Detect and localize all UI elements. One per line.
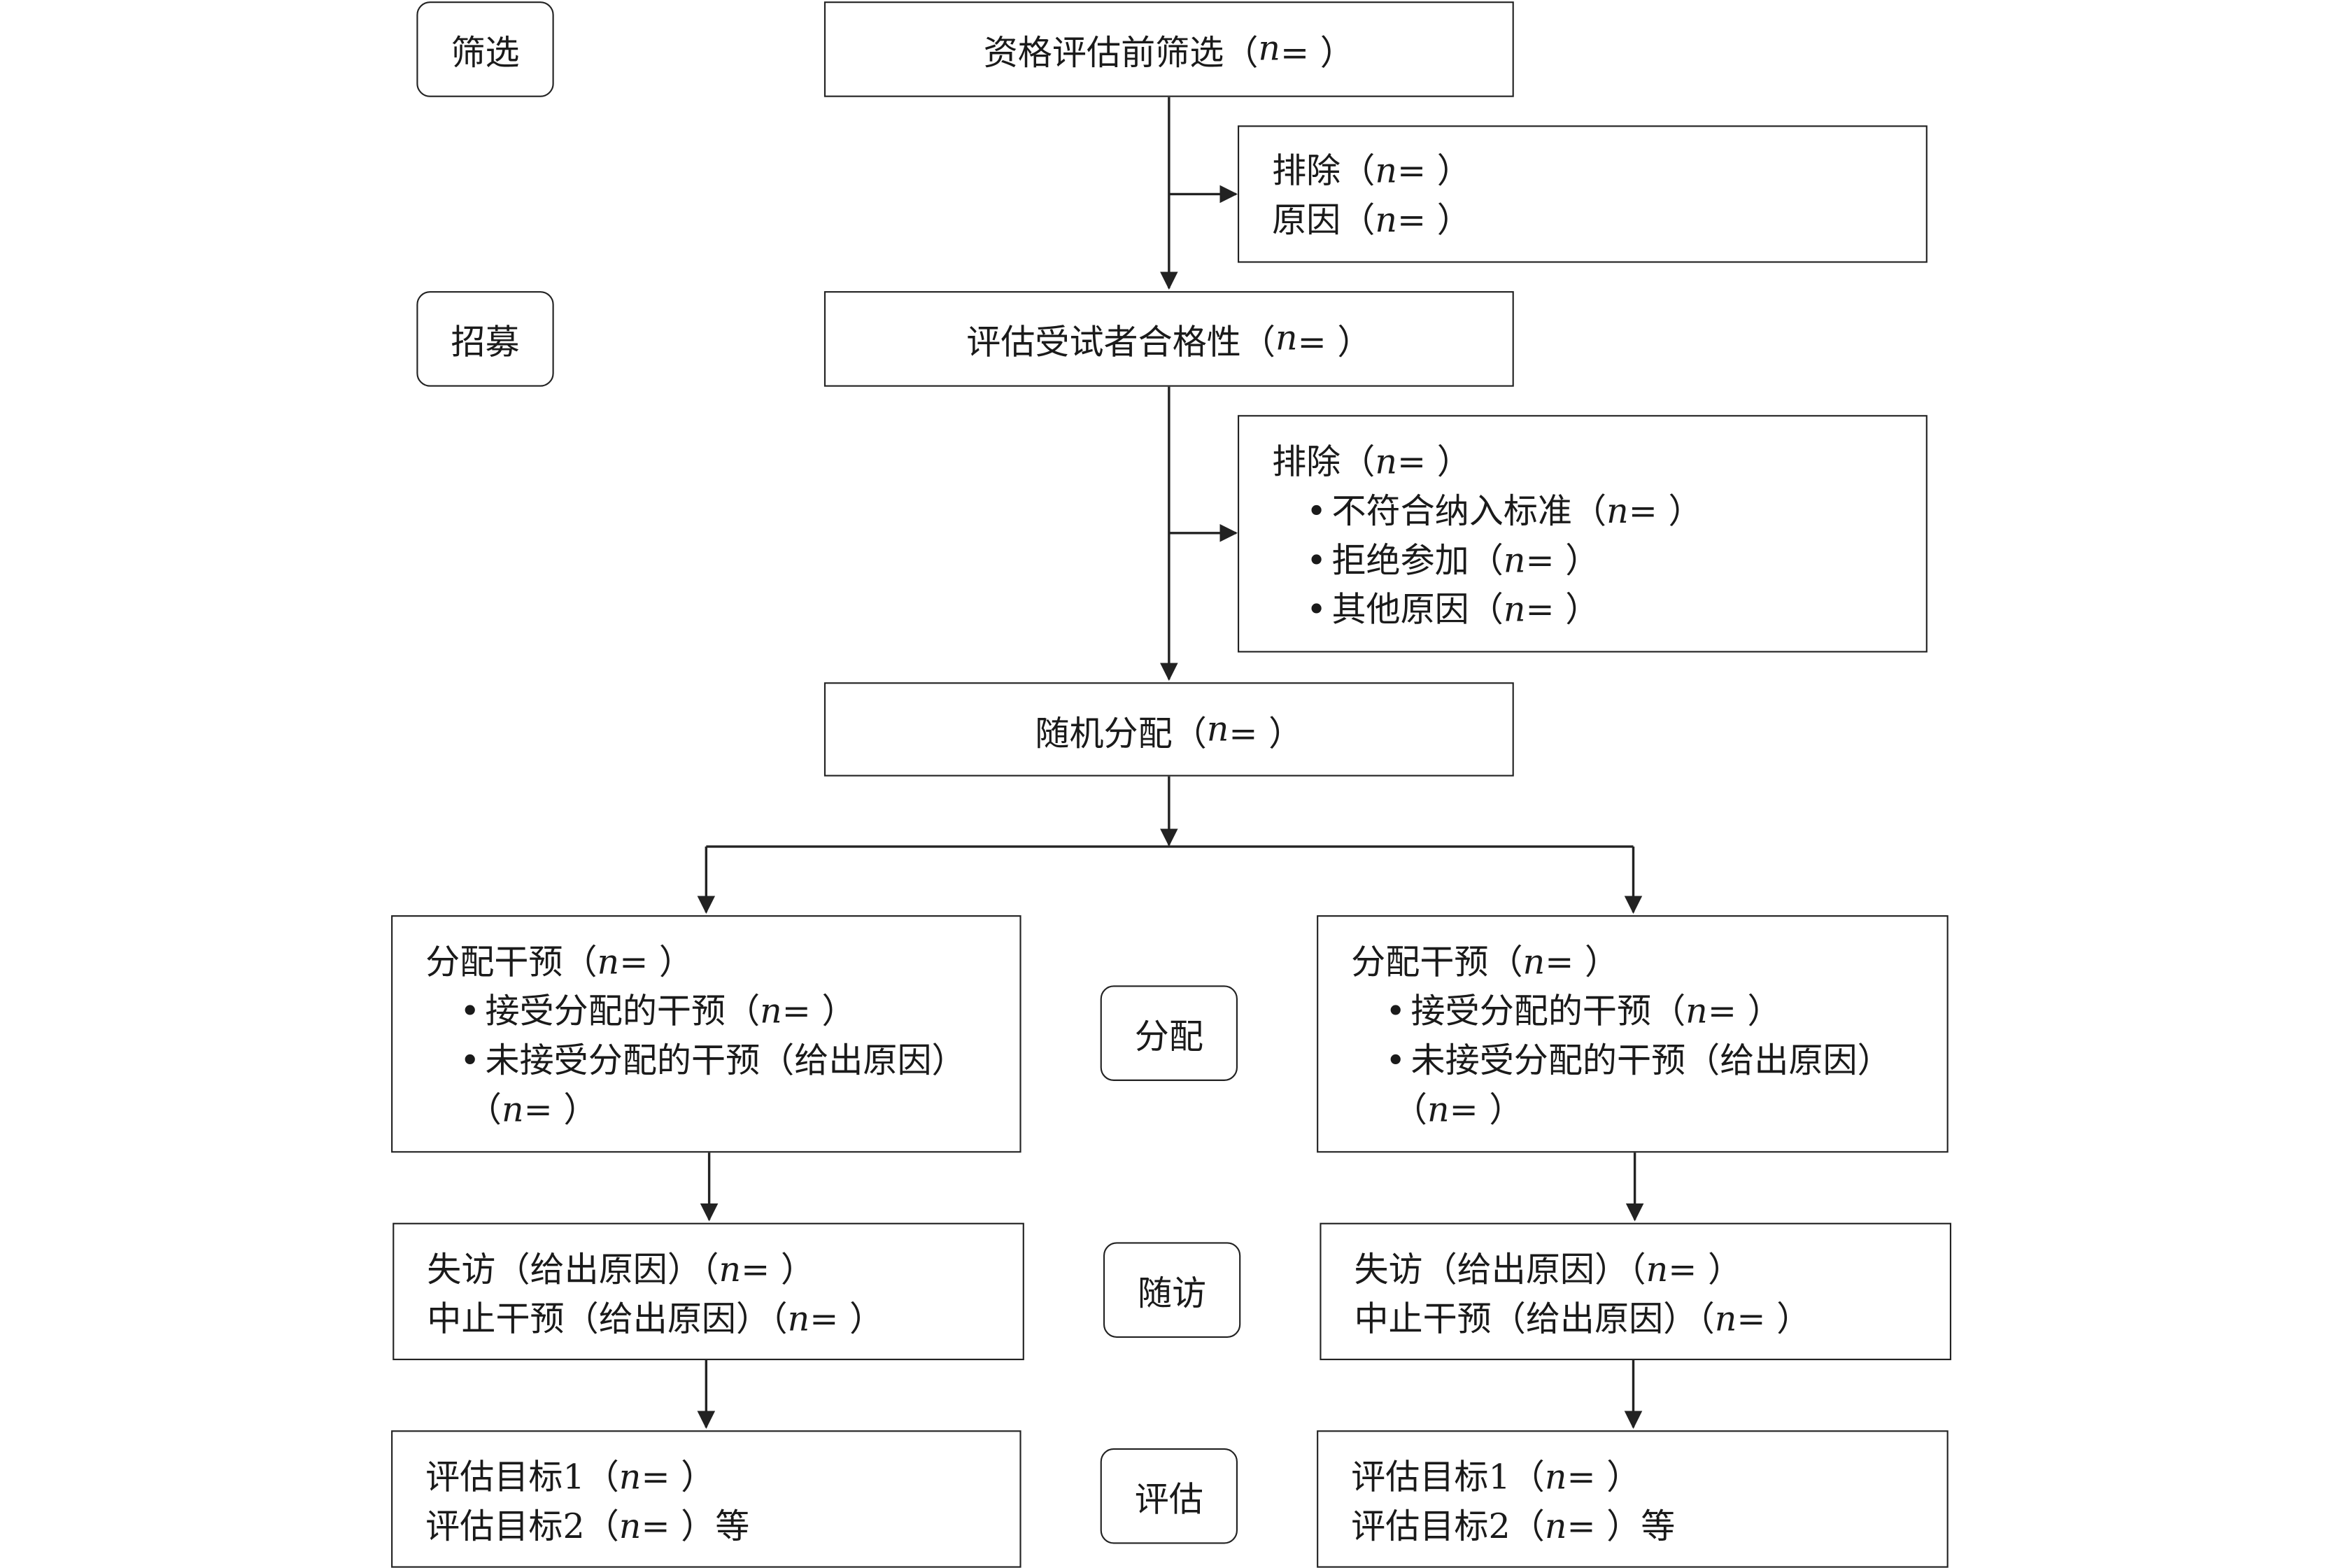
right-discontinued: 中止干预（给出原因）（n= ）: [1354, 1300, 1811, 1340]
right-allocated: 分配干预（n= ）: [1351, 943, 1620, 983]
exclusion-box-2: 排除（n= ） 不符合纳入标准（n= ） 拒绝参加（n= ） 其他原因（n= ）: [1238, 415, 1928, 653]
left-discontinued: 中止干预（给出原因）（n= ）: [427, 1300, 884, 1340]
exclusion-1-line-1: 排除（n= ）: [1272, 152, 1471, 192]
left-lost: 失访（给出原因）（n= ）: [427, 1251, 815, 1290]
right-followup-box: 失访（给出原因）（n= ） 中止干预（给出原因）（n= ）: [1320, 1222, 1952, 1360]
left-outcome-1: 评估目标1（n= ）: [425, 1458, 716, 1498]
eligibility-box: 评估受试者合格性（n= ）: [823, 291, 1514, 387]
right-received: 接受分配的干预（n= ）: [1385, 989, 1892, 1038]
stage-label-analysis: 评估: [1100, 1448, 1238, 1544]
exclusion-2-item: 不符合纳入标准（n= ）: [1306, 488, 1702, 537]
stage-label-allocation: 分配: [1100, 985, 1238, 1081]
exclusion-box-1: 排除（n= ） 原因（n= ）: [1238, 125, 1928, 263]
exclusion-2-title: 排除（n= ）: [1272, 443, 1471, 483]
stage-label-screening: 筛选: [416, 1, 554, 97]
left-analysis-box: 评估目标1（n= ） 评估目标2（n= ）等: [391, 1430, 1021, 1568]
right-outcome-2: 评估目标2（n= ）等: [1351, 1508, 1676, 1547]
left-allocated: 分配干预（n= ）: [425, 943, 694, 983]
exclusion-2-item: 拒绝参加（n= ）: [1306, 537, 1702, 586]
left-followup-box: 失访（给出原因）（n= ） 中止干预（给出原因）（n= ）: [392, 1222, 1024, 1360]
exclusion-2-item: 其他原因（n= ）: [1306, 587, 1702, 636]
right-not-received: 未接受分配的干预（给出原因）: [1385, 1038, 1891, 1087]
exclusion-1-line-2: 原因（n= ）: [1272, 202, 1471, 241]
right-analysis-box: 评估目标1（n= ） 评估目标2（n= ）等: [1317, 1430, 1949, 1568]
left-outcome-2: 评估目标2（n= ）等: [425, 1508, 750, 1547]
left-allocation-box: 分配干预（n= ） 接受分配的干预（n= ） 未接受分配的干预（给出原因） （n…: [391, 915, 1021, 1153]
randomization-box: 随机分配（n= ）: [823, 682, 1514, 777]
left-not-received-n: （n= ）: [467, 1091, 598, 1131]
stage-label-enrollment: 招募: [416, 291, 554, 387]
screening-box: 资格评估前筛选（n= ）: [823, 1, 1514, 97]
stage-label-follow-up: 随访: [1103, 1242, 1241, 1338]
left-received: 接受分配的干预（n= ）: [460, 989, 966, 1038]
right-allocation-box: 分配干预（n= ） 接受分配的干预（n= ） 未接受分配的干预（给出原因） （n…: [1317, 915, 1949, 1153]
right-lost: 失访（给出原因）（n= ）: [1354, 1251, 1743, 1290]
right-outcome-1: 评估目标1（n= ）: [1351, 1458, 1641, 1498]
right-not-received-n: （n= ）: [1392, 1091, 1524, 1131]
left-not-received: 未接受分配的干预（给出原因）: [460, 1038, 966, 1087]
